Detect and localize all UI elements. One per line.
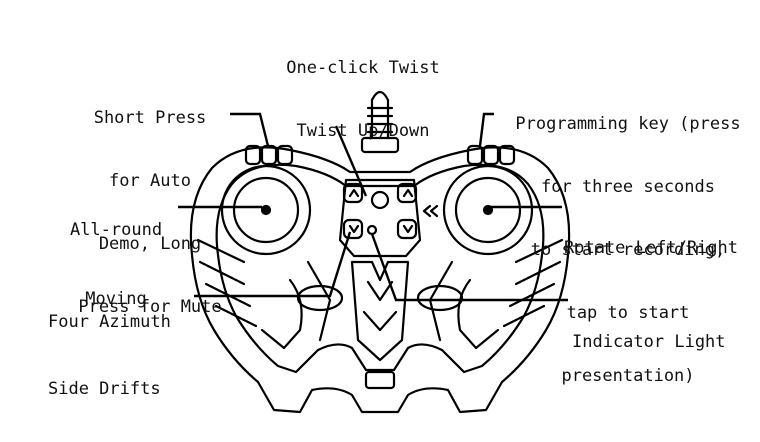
label-line: Indicator Light xyxy=(572,332,726,352)
label-four-azimuth: Four Azimuth Side Drifts xyxy=(48,270,198,442)
leader-lines xyxy=(178,112,568,302)
right-joystick xyxy=(422,164,534,256)
label-line: Moving xyxy=(85,289,147,309)
label-line: for Auto xyxy=(109,171,191,191)
center-button-cluster xyxy=(338,178,422,258)
label-line: tap to start xyxy=(566,303,690,323)
label-indicator-light: Indicator Light xyxy=(572,290,758,395)
label-line: Side Drifts xyxy=(48,379,161,399)
label-line: Short Press xyxy=(93,108,207,128)
label-line: Demo, Long xyxy=(98,234,202,254)
label-line: One-click Twist xyxy=(286,58,440,78)
left-joystick xyxy=(220,164,312,256)
label-line: All-round xyxy=(69,220,163,240)
leader-twist xyxy=(334,125,368,197)
leader-short-press xyxy=(230,112,270,147)
leader-four-azimuth xyxy=(194,231,352,298)
label-line: Rotate Left/Right xyxy=(564,238,738,258)
remote-control-illustration xyxy=(178,90,571,414)
label-line: Twist Up/Down xyxy=(296,121,430,141)
label-line: Four Azimuth xyxy=(48,312,171,332)
label-programming-key: Programming key (press for three seconds… xyxy=(500,72,756,429)
label-rotate: Rotate Left/Right xyxy=(564,196,760,301)
diagram-stage: One-click Twist Twist Up/Down Short Pres… xyxy=(48,16,760,414)
left-shoulder-buttons xyxy=(244,144,294,166)
label-all-round-moving: All-round Moving xyxy=(58,178,174,352)
label-line: Programming key (press xyxy=(515,114,741,134)
label-short-press: Short Press for Auto Demo, Long Press fo… xyxy=(60,66,240,360)
label-line: to start recording, xyxy=(530,240,726,260)
right-shoulder-buttons xyxy=(466,144,516,166)
controller-inner-contour xyxy=(215,163,545,374)
controller-body-outline xyxy=(189,146,571,414)
leader-indicator xyxy=(370,233,568,302)
label-line: for three seconds xyxy=(541,177,715,197)
center-spine xyxy=(350,260,410,390)
label-line: Press for Mute xyxy=(78,297,222,317)
label-one-click-twist: One-click Twist Twist Up/Down xyxy=(258,16,468,184)
label-line: presentation) xyxy=(561,366,695,386)
leader-programming xyxy=(478,112,494,147)
antenna xyxy=(360,90,400,154)
